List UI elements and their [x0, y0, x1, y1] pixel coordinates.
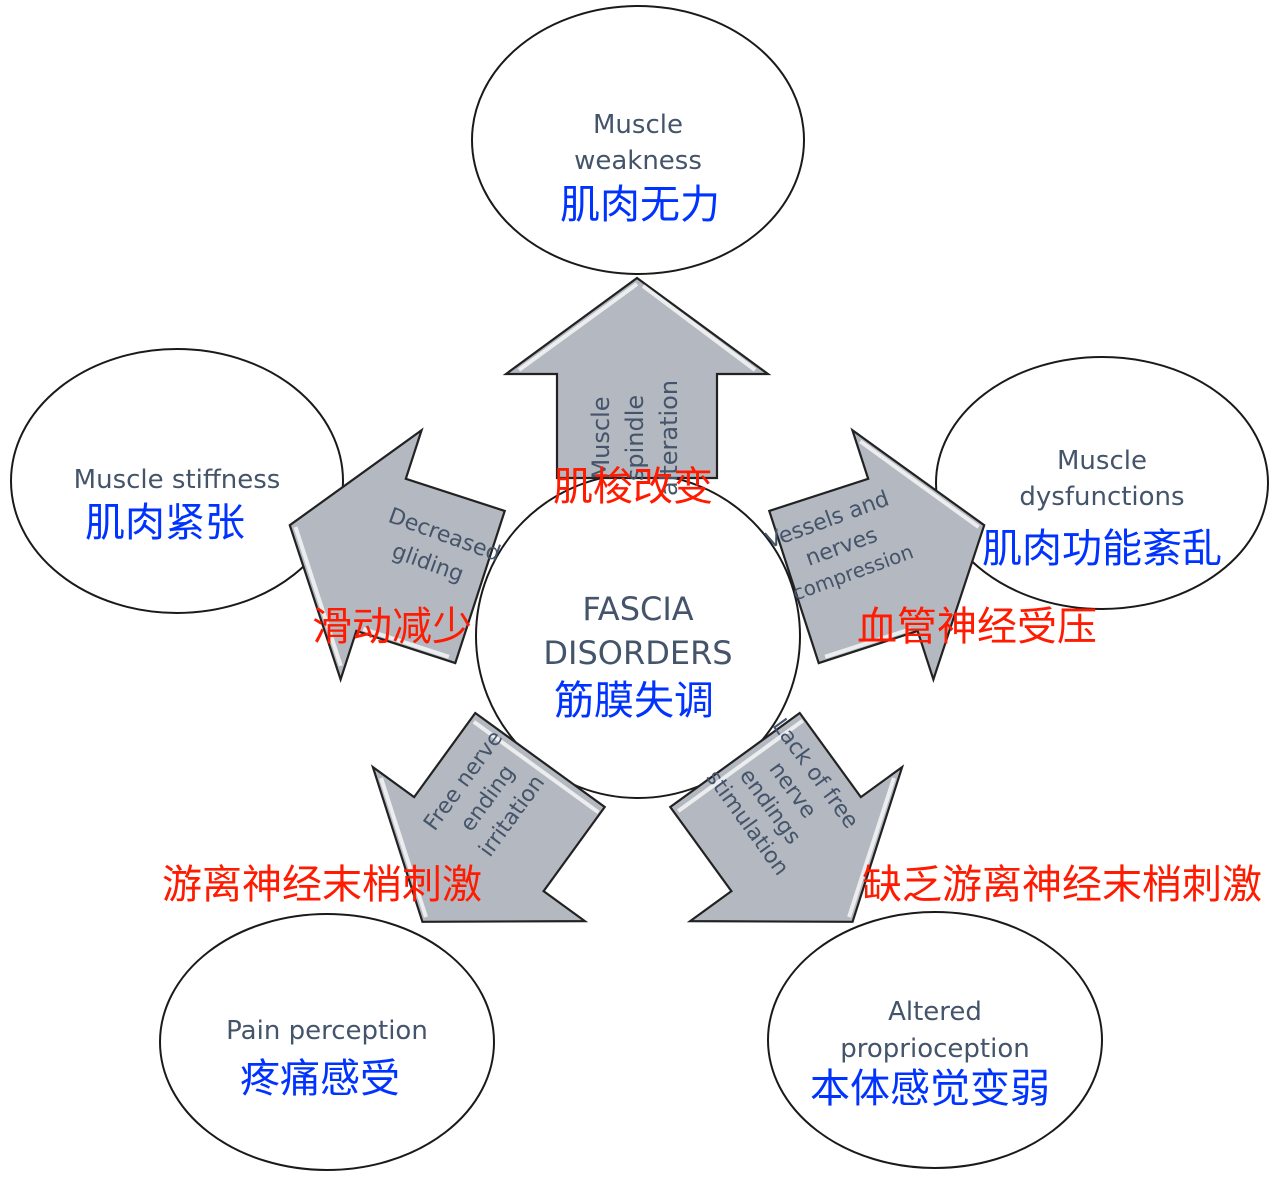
mechanism-arrow-left: Decreased gliding: [288, 427, 507, 683]
outcome-zh-label: 疼痛感受: [240, 1056, 400, 1102]
outcome-node-bottom-right: Altered proprioception 本体感觉变弱: [767, 911, 1103, 1169]
center-en-line: FASCIA: [582, 590, 693, 628]
arrow-down-left-shape: [370, 711, 607, 923]
arrow-highlight: [677, 719, 896, 918]
outcome-en-line: Muscle: [1057, 446, 1147, 476]
mechanism-en-line: alteration: [655, 380, 683, 496]
outcome-node-bottom-left: Pain perception 疼痛感受: [159, 913, 495, 1171]
mechanism-zh-label-right: 血管神经受压: [857, 604, 1097, 650]
mechanism-arrow-bottom-left: Free nerve ending irritation: [370, 711, 607, 923]
outcome-ellipse: [767, 911, 1103, 1169]
outcome-en-line: weakness: [574, 146, 702, 176]
outcome-zh-label: 肌肉无力: [560, 182, 720, 228]
arrow-up-left-shape: [288, 427, 507, 683]
outcome-node-left: Muscle stiffness 肌肉紧张: [10, 348, 344, 614]
outcome-zh-label: 本体感觉变弱: [810, 1066, 1050, 1112]
outcome-en-line: dysfunctions: [1019, 482, 1184, 512]
mechanism-en-line: Muscle: [587, 396, 615, 479]
arrow-highlight: [517, 282, 757, 372]
center-zh-label: 筋膜失调: [554, 678, 714, 724]
mechanism-zh-label-bottom-left: 游离神经末梢刺激: [162, 862, 482, 908]
outcome-en-line: Altered: [888, 997, 982, 1027]
center-node: FASCIA DISORDERS 筋膜失调: [475, 473, 801, 799]
outcome-node-top: Muscle weakness 肌肉无力: [471, 5, 805, 275]
mechanism-zh-label-left: 滑动减少: [312, 604, 472, 650]
outcome-zh-label: 肌肉功能紊乱: [982, 526, 1222, 572]
outcome-en-line: Muscle stiffness: [74, 465, 281, 495]
outcome-ellipse: [471, 5, 805, 275]
mechanism-arrow-bottom-right: Lack of free nerve endings stimulation: [668, 711, 905, 923]
mechanism-arrow-top: Muscle spindle alteration: [502, 276, 772, 496]
mechanism-zh-label-top: 肌梭改变: [553, 464, 713, 510]
arrow-up-shape: [502, 276, 772, 480]
outcome-en-line: Muscle: [593, 110, 683, 140]
outcome-en-line: proprioception: [840, 1034, 1029, 1064]
outcome-zh-label: 肌肉紧张: [85, 500, 245, 546]
arrow-highlight: [379, 720, 600, 918]
outcome-node-right: Muscle dysfunctions 肌肉功能紊乱: [935, 356, 1269, 610]
mechanism-zh-label-bottom-right: 缺乏游离神经末梢刺激: [862, 862, 1262, 908]
mechanism-en-line: spindle: [621, 395, 649, 481]
outcome-ellipse: [159, 913, 495, 1171]
outcome-en-line: Pain perception: [226, 1016, 428, 1046]
center-en-line: DISORDERS: [543, 634, 732, 672]
arrow-highlight: [824, 439, 980, 659]
arrow-down-right-shape: [668, 711, 905, 923]
arrow-highlight: [293, 526, 450, 667]
outcome-ellipse: [935, 356, 1269, 610]
mechanism-arrow-right: Vessels and nerves compression: [763, 427, 986, 683]
outcome-ellipse: [10, 348, 344, 614]
